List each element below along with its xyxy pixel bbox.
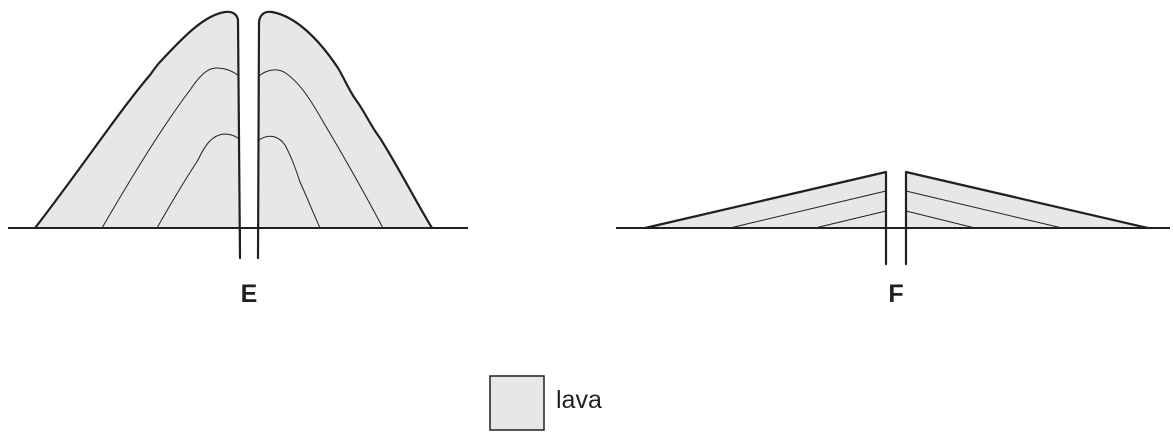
- volcano-e-label: E: [241, 280, 258, 308]
- volcano-f-right-outline: [904, 170, 1150, 266]
- volcano-f-layer-lower-left: [814, 210, 887, 229]
- volcano-f: F: [616, 170, 1170, 308]
- key: lava: [489, 375, 602, 431]
- key-lava-label: lava: [556, 386, 602, 414]
- volcano-e-layer-lower-right: [258, 135, 321, 229]
- volcano-f-layer-upper-right: [905, 190, 1063, 229]
- volcano-f-layer-upper-left: [729, 190, 887, 229]
- volcano-e-right-outline: [256, 10, 434, 260]
- volcano-e-left-outline: [33, 10, 242, 260]
- volcano-f-left-outline: [643, 170, 888, 266]
- volcano-e-right-lava: [258, 11, 432, 229]
- volcano-e-layer-upper-left: [101, 67, 240, 229]
- volcano-e: E: [8, 10, 468, 308]
- volcano-e-left-lava: [35, 11, 240, 228]
- volcano-f-label: F: [888, 280, 903, 308]
- volcano-e-layer-upper-right: [258, 69, 384, 229]
- key-lava-swatch: [489, 375, 545, 431]
- volcano-e-layer-lower-left: [156, 133, 241, 229]
- volcano-f-layer-lower-right: [905, 210, 976, 229]
